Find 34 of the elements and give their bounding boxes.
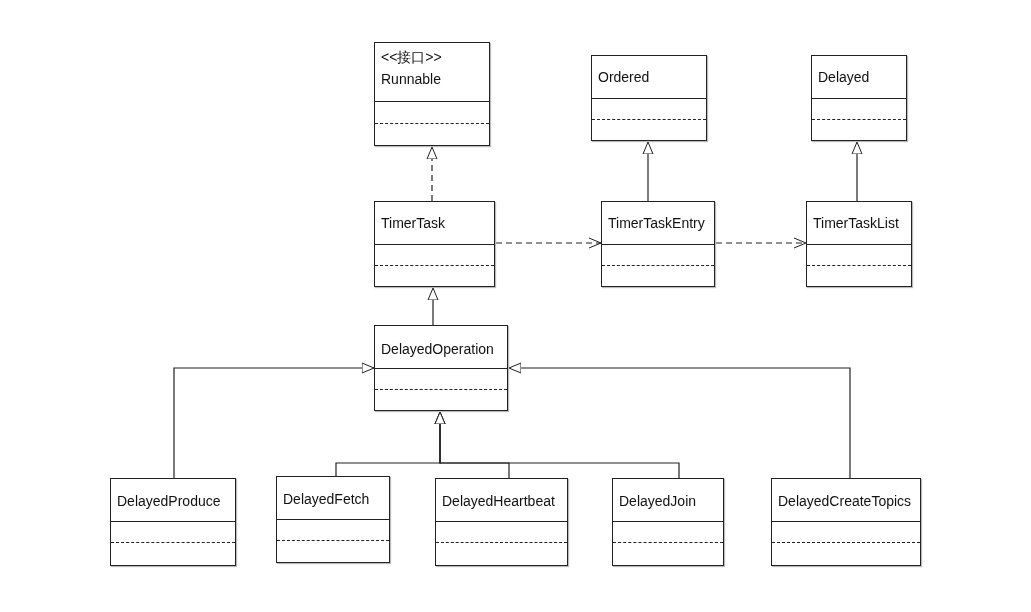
class-box xyxy=(601,201,715,287)
class-name: TimerTask xyxy=(381,214,446,232)
dashed-arrow xyxy=(495,237,602,249)
class-box xyxy=(811,55,907,141)
class-name: DelayedOperation xyxy=(381,340,494,358)
arrow xyxy=(434,411,680,479)
stereotype-label: <<接口>> xyxy=(381,48,442,66)
class-name: TimerTaskEntry xyxy=(608,214,705,232)
class-name: TimerTaskList xyxy=(813,214,899,232)
class-name: Ordered xyxy=(598,68,650,86)
arrow xyxy=(173,362,375,479)
arrow xyxy=(427,287,439,326)
class-name: DelayedHeartbeat xyxy=(442,492,555,510)
class-box xyxy=(591,55,707,141)
dashed-arrow xyxy=(715,237,807,249)
arrow xyxy=(642,141,654,202)
dashed-arrow xyxy=(426,146,438,202)
class-name: DelayedCreateTopics xyxy=(778,492,912,510)
class-box xyxy=(374,42,490,146)
class-box xyxy=(612,478,724,566)
class-name: DelayedJoin xyxy=(619,492,697,510)
class-name: DelayedProduce xyxy=(117,492,221,510)
class-name: Runnable xyxy=(381,70,441,88)
class-name: Delayed xyxy=(818,68,870,86)
class-box xyxy=(806,201,912,287)
class-box xyxy=(374,201,495,287)
arrow xyxy=(508,362,851,479)
class-box xyxy=(276,476,390,563)
class-box xyxy=(110,478,236,566)
class-box xyxy=(435,478,568,566)
class-name: DelayedFetch xyxy=(283,490,370,508)
class-box xyxy=(374,325,508,411)
class-box xyxy=(771,478,921,566)
arrow xyxy=(851,141,863,202)
